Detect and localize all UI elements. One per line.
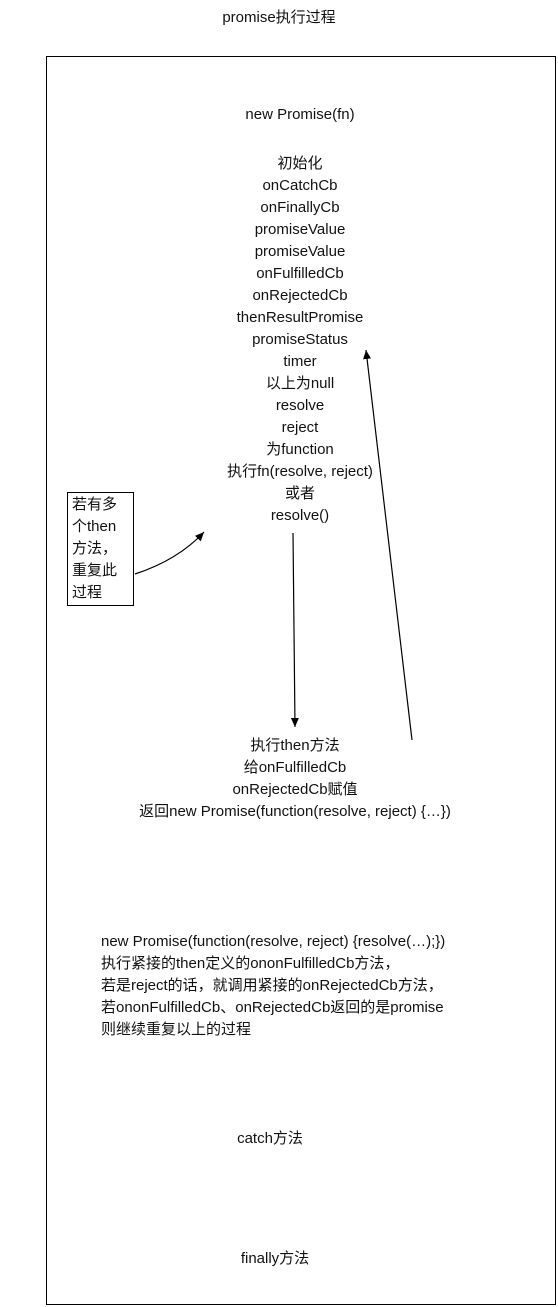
init-line: 以上为null (265, 375, 335, 392)
then-line: onRejectedCb赋值 (232, 781, 358, 798)
then-line: 返回new Promise(function(resolve, reject) … (139, 803, 451, 820)
constructor-label: new Promise(fn) (245, 106, 355, 123)
init-line: resolve (275, 397, 325, 414)
then-node: 执行then方法 给onFulfilledCb onRejectedCb赋值 返… (90, 735, 500, 823)
init-node: 初始化 onCatchCb onFinallyCb promiseValue p… (180, 153, 420, 527)
init-line: resolve() (270, 507, 330, 524)
init-line: onFulfilledCb (256, 265, 344, 282)
diagram-frame (46, 56, 556, 1305)
arrow-resolve-to-then (290, 532, 299, 728)
catch-label: catch方法 (237, 1130, 303, 1147)
constructor-node: new Promise(fn) (200, 104, 400, 126)
arrow-repeat-note (134, 531, 205, 575)
repeat-note-line: 方法， (72, 540, 118, 557)
repeat-note-box: 若有多 个then 方法， 重复此 过程 (67, 492, 134, 606)
init-line: 初始化 (277, 155, 323, 172)
finally-label: finally方法 (240, 1250, 310, 1267)
resolve-line: 执行紧接的then定义的ononFulfilledCb方法， (101, 955, 400, 972)
diagram-title: promise执行过程 (222, 9, 336, 26)
init-line: 为function (266, 441, 334, 458)
init-line: thenResultPromise (236, 309, 364, 326)
resolve-line: 则继续重复以上的过程 (101, 1021, 252, 1038)
init-line: timer (283, 353, 317, 370)
finally-node: finally方法 (200, 1248, 350, 1270)
init-line: onFinallyCb (260, 199, 340, 216)
init-line: reject (281, 419, 319, 436)
init-line: promiseStatus (252, 331, 348, 348)
init-line: promiseValue (254, 221, 346, 238)
arrow-then-back-to-init (363, 349, 413, 741)
init-line: promiseValue (254, 243, 346, 260)
init-line: 执行fn(resolve, reject) (227, 463, 373, 480)
then-line: 给onFulfilledCb (243, 759, 347, 776)
resolve-line: 若ononFulfilledCb、onRejectedCb返回的是promise (101, 999, 444, 1016)
then-line: 执行then方法 (250, 737, 340, 754)
repeat-note-line: 重复此 (72, 562, 118, 579)
resolve-node: new Promise(function(resolve, reject) {r… (101, 931, 445, 1041)
resolve-line: 若是reject的话，就调用紧接的onRejectedCb方法， (101, 977, 443, 994)
init-line: onCatchCb (262, 177, 338, 194)
repeat-note-line: 过程 (72, 584, 103, 601)
resolve-line: new Promise(function(resolve, reject) {r… (101, 933, 446, 950)
repeat-note-line: 若有多 (72, 496, 118, 513)
init-line: onRejectedCb (252, 287, 348, 304)
repeat-note-line: 个then (72, 518, 117, 535)
catch-node: catch方法 (200, 1128, 340, 1150)
init-line: 或者 (284, 485, 315, 502)
